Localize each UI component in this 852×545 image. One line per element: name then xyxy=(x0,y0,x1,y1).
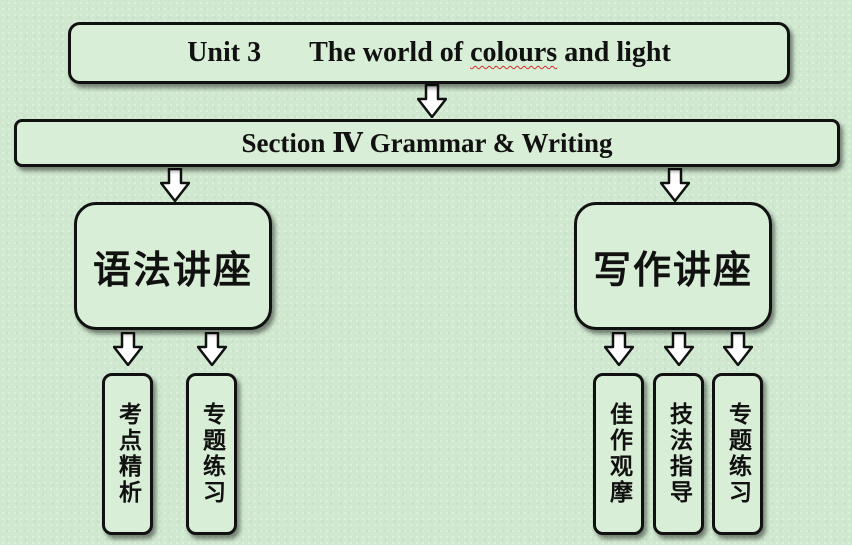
grammar-item-box: 专题练习 xyxy=(186,373,237,535)
writing-lecture-box: 写作讲座 xyxy=(574,202,772,330)
down-arrow-icon xyxy=(660,168,690,202)
down-arrow-icon xyxy=(723,332,753,366)
section-label: Section Ⅳ Grammar & Writing xyxy=(241,127,613,158)
section-box: Section Ⅳ Grammar & Writing xyxy=(14,119,840,167)
grammar-lecture-box: 语法讲座 xyxy=(74,202,272,330)
writing-lecture-label: 写作讲座 xyxy=(592,246,753,292)
down-arrow-icon xyxy=(197,332,227,366)
down-arrow-icon xyxy=(604,332,634,366)
grammar-item-box: 考点精析 xyxy=(102,373,153,535)
down-arrow-icon xyxy=(160,168,190,202)
down-arrow-icon xyxy=(417,84,447,118)
writing-item-label: 技法指导 xyxy=(665,402,693,506)
grammar-item-label: 考点精析 xyxy=(114,402,142,506)
grammar-item-label: 专题练习 xyxy=(198,402,226,506)
unit-title-underlined-word: colours xyxy=(470,37,558,68)
unit-title-box: Unit 3 The world of colours and light xyxy=(68,22,790,84)
writing-item-box: 专题练习 xyxy=(712,373,763,535)
unit-title: The world of colours and light xyxy=(309,37,671,68)
down-arrow-icon xyxy=(664,332,694,366)
unit-number: Unit 3 xyxy=(187,37,262,68)
down-arrow-icon xyxy=(113,332,143,366)
writing-item-box: 佳作观摩 xyxy=(593,373,644,535)
writing-item-label: 专题练习 xyxy=(724,402,752,506)
grammar-lecture-label: 语法讲座 xyxy=(92,246,253,292)
writing-item-box: 技法指导 xyxy=(653,373,704,535)
writing-item-label: 佳作观摩 xyxy=(605,402,633,506)
